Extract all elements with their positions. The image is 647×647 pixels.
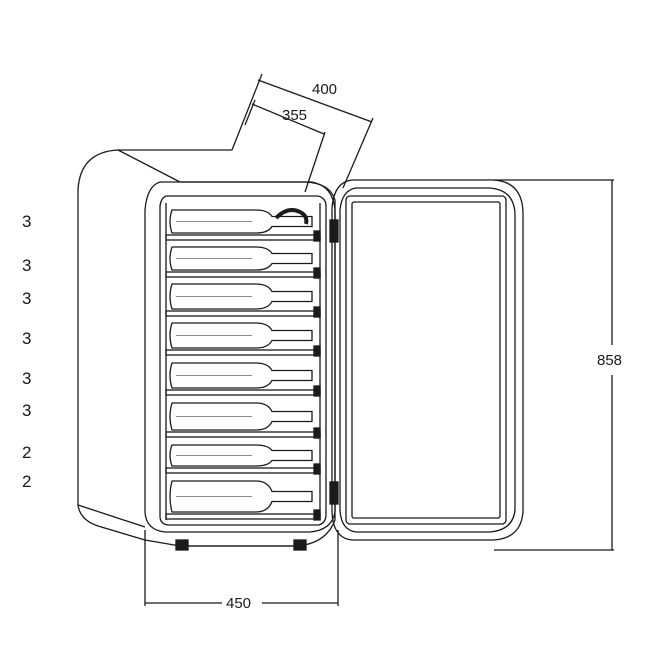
shelf-count: 2: [22, 472, 32, 491]
shelf-end-post: [313, 509, 321, 521]
shelf-count: 3: [22, 369, 32, 388]
depth-400-line: [257, 79, 373, 123]
wine-bottle: [169, 402, 313, 431]
wine-bottle: [169, 246, 313, 271]
door-glass: [351, 201, 501, 519]
shelf-end-post: [313, 385, 321, 397]
shelf-rail: [165, 310, 321, 317]
cabinet-base: [175, 539, 307, 551]
shelf-end-post: [313, 345, 321, 357]
depth-dimension: [231, 73, 374, 193]
cabinet-front-frame: [144, 181, 336, 533]
wine-bottle: [169, 444, 313, 467]
shelf-rail: [165, 513, 321, 520]
shelf-rail: [165, 271, 321, 278]
wine-bottle: [169, 480, 313, 513]
wine-bottle: [169, 322, 313, 349]
wine-shelf: [165, 444, 321, 475]
shelf-count: 2: [22, 443, 32, 462]
shelf-count: 3: [22, 256, 32, 275]
wine-shelf: [165, 480, 321, 521]
shelf-rail: [165, 349, 321, 356]
height-label: 858: [597, 352, 622, 369]
open-door: [331, 179, 524, 541]
depth-355-ext-right: [304, 131, 326, 193]
shelf-end-post: [313, 427, 321, 439]
shelf-count: 3: [22, 329, 32, 348]
depth-355-label: 355: [282, 107, 307, 124]
depth-355-line: [251, 103, 325, 135]
shelf-rail: [165, 467, 321, 474]
shelf-end-post: [313, 230, 321, 242]
cabinet-inner-frame: [159, 195, 327, 526]
depth-400-ext-right: [342, 117, 374, 189]
wine-bottle: [169, 362, 313, 389]
depth-400-label: 400: [312, 81, 337, 98]
wine-shelf: [165, 322, 321, 357]
shelf-count: 3: [22, 212, 32, 231]
door-glass-frame: [345, 195, 507, 525]
wine-shelf: [165, 362, 321, 397]
hinge-bottom: [329, 481, 339, 505]
shelf-rail: [165, 431, 321, 438]
fan-icon: [274, 208, 309, 225]
shelf-end-post: [313, 463, 321, 475]
shelf-end-post: [313, 306, 321, 318]
cabinet-side-edge: [77, 504, 146, 528]
shelf-count: 3: [22, 289, 32, 308]
foot-right: [293, 539, 307, 551]
wine-shelf: [165, 283, 321, 318]
cabinet-top-edge: [117, 149, 181, 183]
door-mid-outline: [339, 187, 516, 533]
hinge-top: [329, 219, 339, 243]
height-dimension: [494, 179, 614, 551]
shelf-end-post: [313, 267, 321, 279]
wine-shelf: [165, 246, 321, 279]
depth-400-ext-left: [231, 73, 263, 151]
wine-shelves: [165, 209, 321, 521]
width-dimension: [144, 530, 339, 606]
wine-bottle: [169, 283, 313, 310]
shelf-rail: [165, 389, 321, 396]
shelf-count: 3: [22, 401, 32, 420]
door-outer-outline: [331, 179, 524, 541]
shelf-rail: [165, 234, 321, 241]
wine-bottle: [169, 209, 313, 234]
wine-shelf: [165, 402, 321, 439]
wine-shelf: [165, 209, 321, 242]
width-label: 450: [226, 595, 251, 612]
foot-left: [175, 539, 189, 551]
